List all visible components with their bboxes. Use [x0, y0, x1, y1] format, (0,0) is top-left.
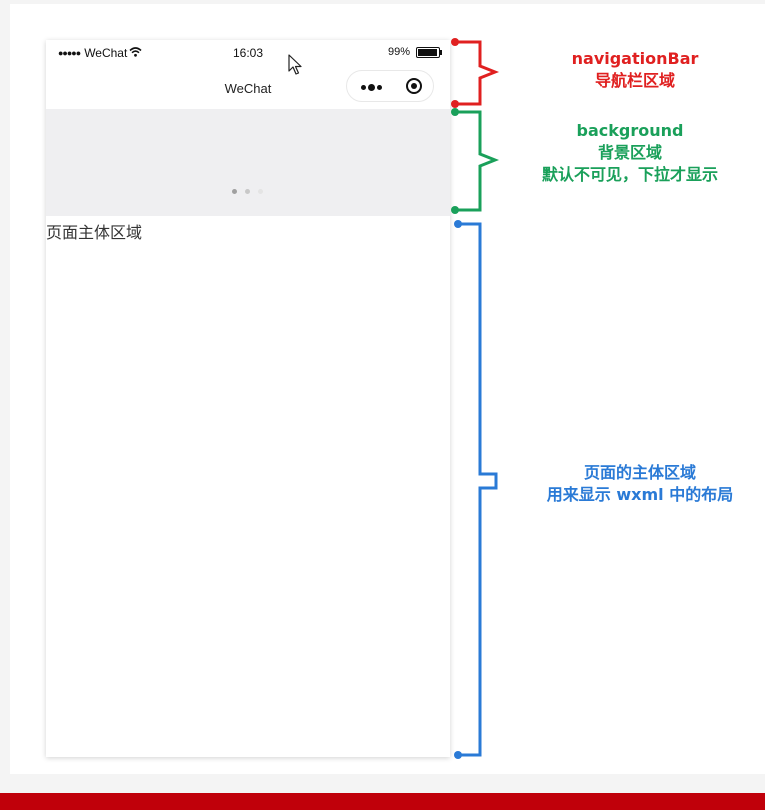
background-label-note: 默认不可见，下拉才显示 — [541, 165, 718, 184]
bracket-dot — [451, 108, 459, 116]
close-icon[interactable] — [406, 78, 422, 94]
more-icon[interactable] — [361, 84, 384, 91]
navigation-bracket — [455, 40, 500, 106]
bottom-bar — [0, 793, 765, 810]
body-label: 页面的主体区域 用来显示 wxml 中的布局 — [515, 462, 765, 506]
loading-dots — [232, 189, 271, 194]
loading-dot — [258, 189, 263, 194]
cursor-icon — [288, 54, 304, 81]
background-area — [46, 109, 450, 216]
navigation-bar: WeChat — [46, 66, 450, 109]
background-label-en: background — [576, 121, 684, 140]
body-label-line2: 用来显示 wxml 中的布局 — [546, 485, 734, 504]
capsule-menu — [346, 70, 434, 102]
background-bracket — [455, 110, 500, 212]
navigation-label-cn: 导航栏区域 — [594, 71, 675, 90]
body-bracket — [458, 222, 498, 757]
loading-dot — [232, 189, 237, 194]
carrier-name: WeChat — [84, 46, 128, 60]
loading-dot — [245, 189, 250, 194]
bracket-dot — [454, 751, 462, 759]
signal-icon: ●●●●● — [58, 48, 81, 58]
status-left: ●●●●● WeChat — [58, 46, 142, 60]
body-label-line1: 页面的主体区域 — [583, 463, 696, 482]
background-label-cn: 背景区域 — [597, 143, 662, 162]
status-right: 99% — [387, 46, 442, 58]
navigation-label-en: navigationBar — [571, 49, 699, 68]
phone-simulator: ●●●●● WeChat 16:03 99% WeChat — [46, 40, 450, 757]
battery-icon — [416, 46, 442, 58]
page-body-text: 页面主体区域 — [46, 223, 143, 242]
nav-title: WeChat — [224, 81, 272, 96]
battery-percent: 99% — [387, 46, 410, 58]
navigation-label: navigationBar 导航栏区域 — [545, 48, 725, 92]
wifi-icon — [129, 46, 142, 60]
bracket-dot — [454, 220, 462, 228]
bracket-dot — [451, 100, 459, 108]
status-bar: ●●●●● WeChat 16:03 99% — [46, 40, 450, 66]
status-time: 16:03 — [232, 46, 264, 60]
background-label: background 背景区域 默认不可见，下拉才显示 — [505, 120, 755, 186]
bracket-dot — [451, 206, 459, 214]
bracket-dot — [451, 38, 459, 46]
